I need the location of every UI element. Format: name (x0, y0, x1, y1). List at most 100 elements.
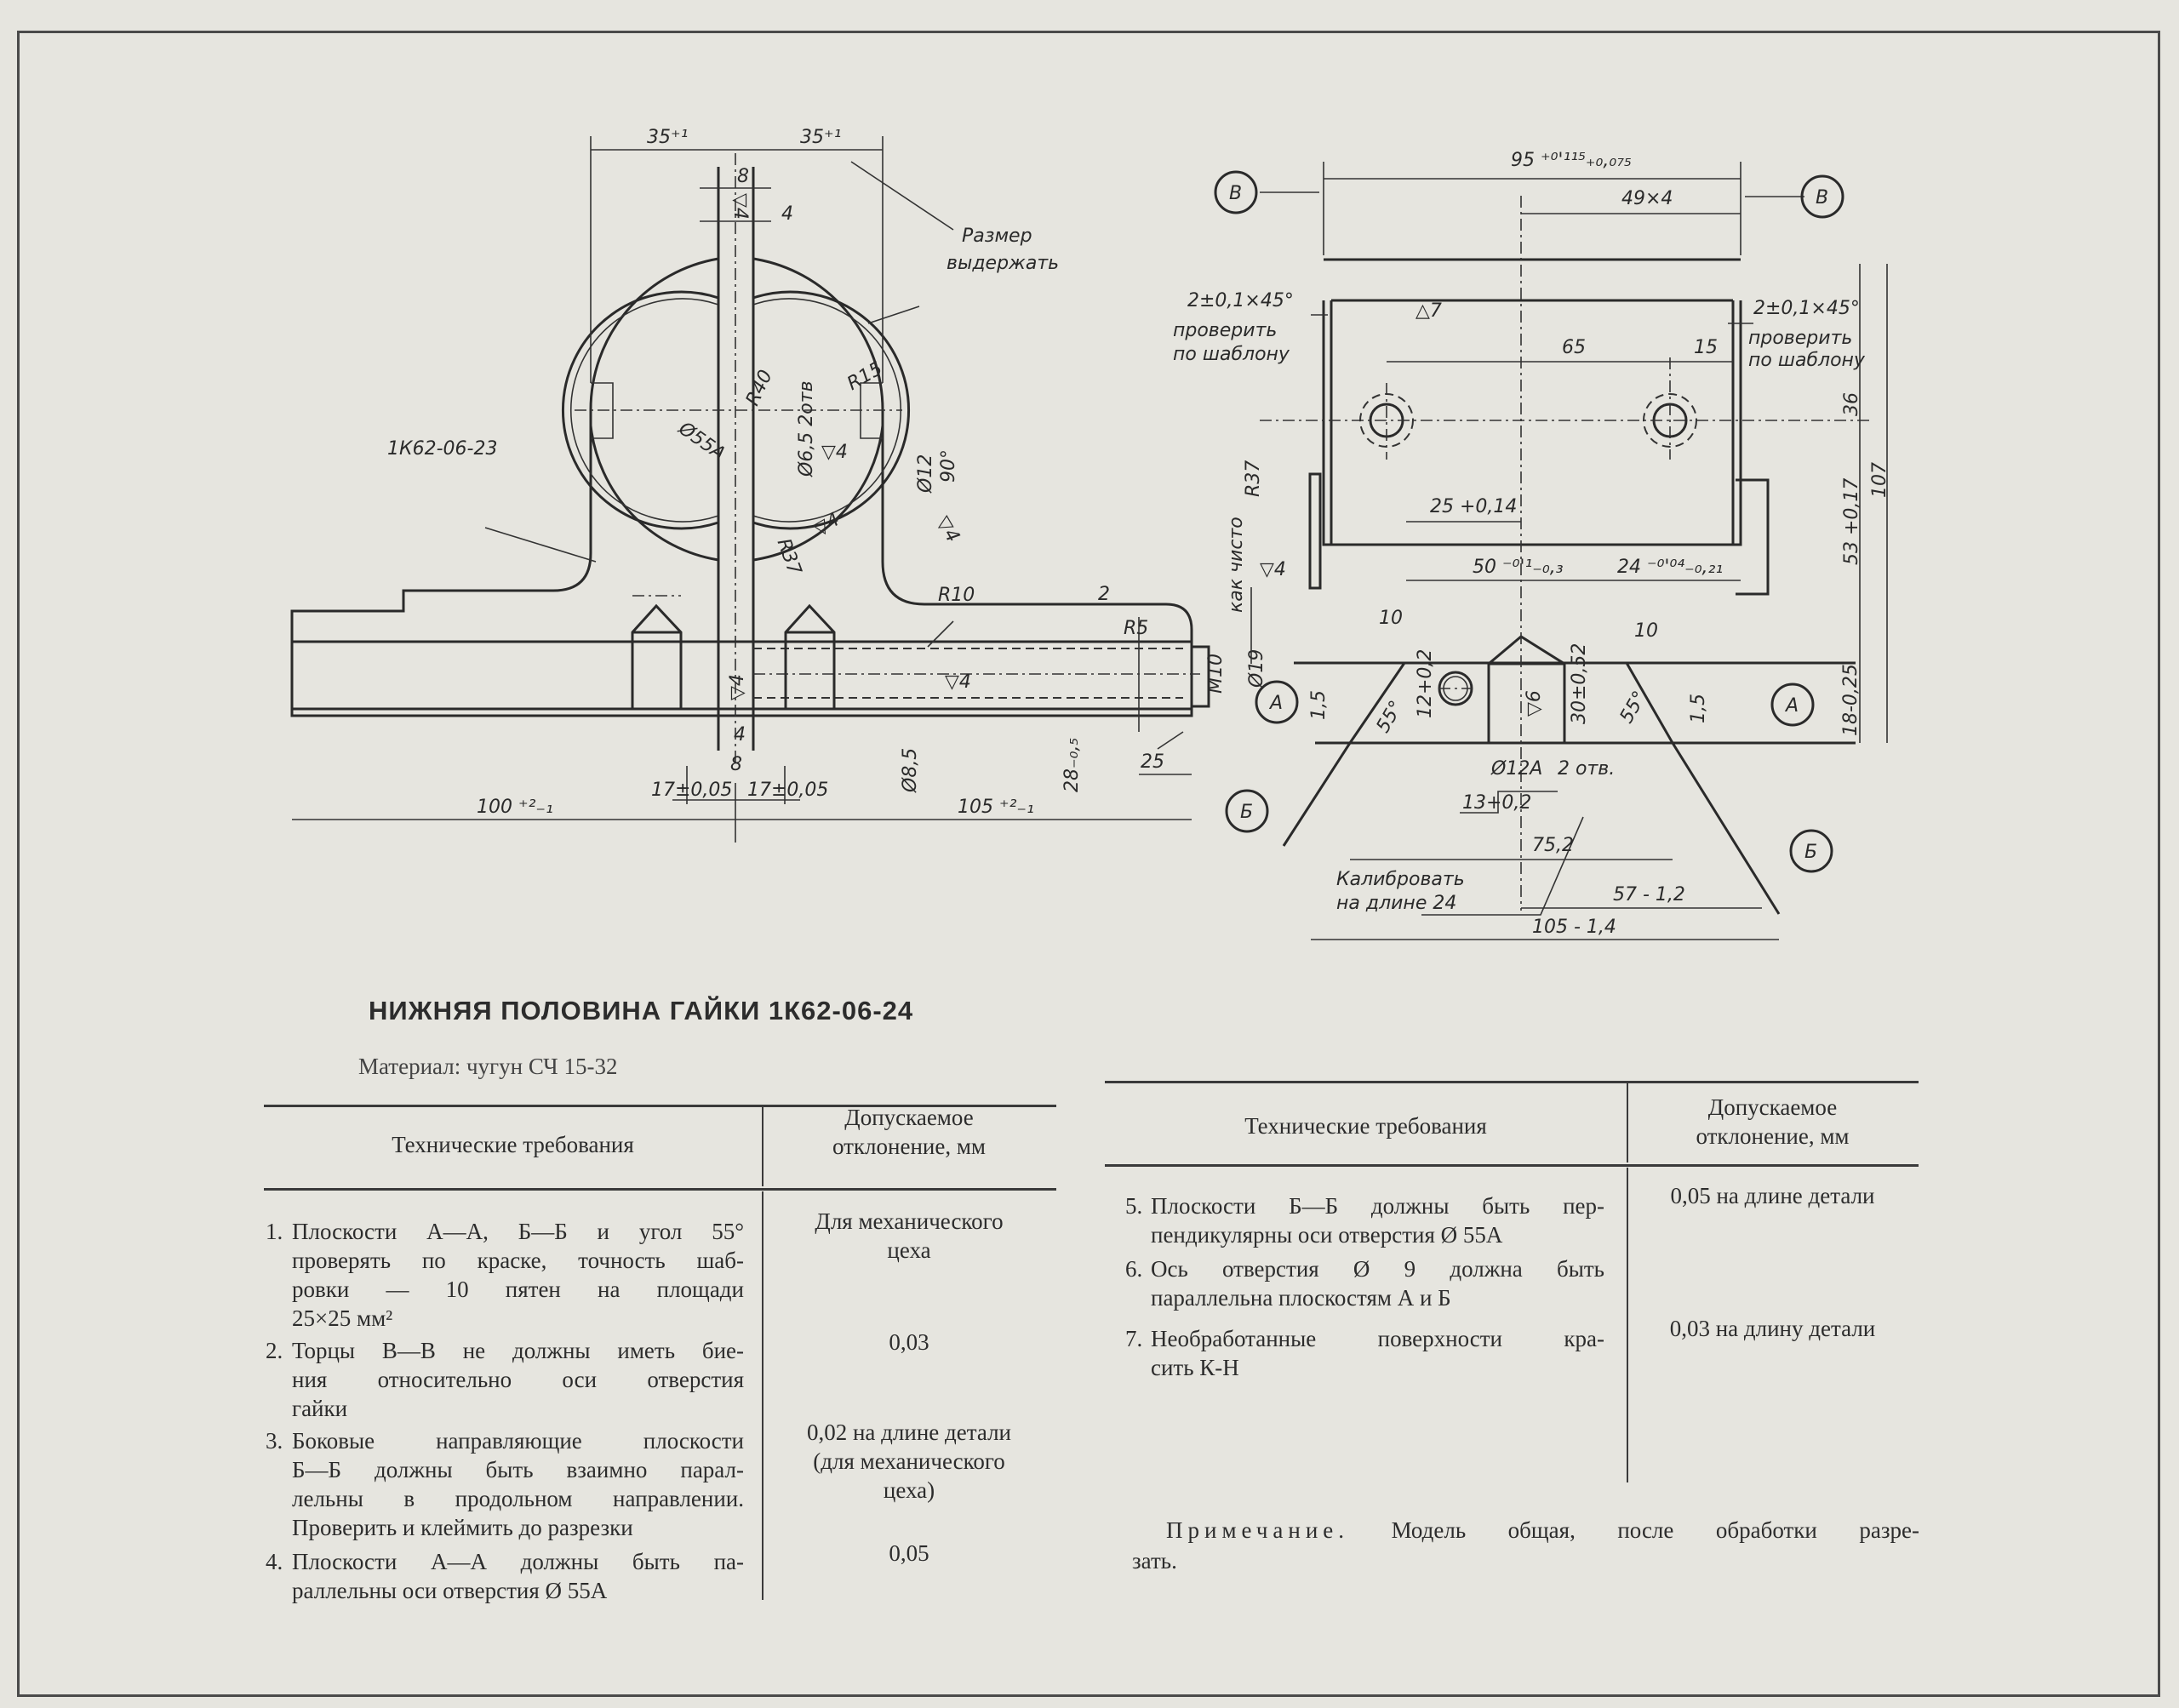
roughness-4-side: ▽4 (1260, 559, 1286, 580)
row-number: 1. (266, 1219, 283, 1244)
dim-15: 15 (1694, 337, 1718, 358)
material-label: Материал: чугун СЧ 15-32 (358, 1054, 618, 1079)
header-deviation-line: отклонение, мм (832, 1134, 987, 1159)
dimension-lines (1250, 264, 1888, 743)
marker-v-left: В (1214, 170, 1258, 214)
row-value: 0,03 на длину детали (1627, 1314, 1919, 1343)
marker-a-left: А (1255, 680, 1299, 724)
dim-r37: R37 (773, 536, 805, 578)
dim-10-right: 10 (1634, 620, 1658, 642)
dim-13: 13+0,2 (1462, 792, 1531, 814)
roughness-4-slot: ▽4 (727, 674, 748, 700)
center-lines (575, 153, 902, 766)
dim-d8-5: Ø8,5 (900, 748, 921, 793)
row-number: 6. (1125, 1256, 1143, 1282)
check-left-2: по шаблону (1173, 344, 1290, 365)
text-line: сить К-Н (1151, 1355, 1239, 1380)
text-line: Торцы В—В не должны иметь бие- (292, 1338, 744, 1363)
dim-12: 12+0,2 (1415, 649, 1436, 718)
text-line: лельны в продольном направлении. (292, 1486, 744, 1511)
dim-50: 50 ⁻⁰'¹₋₀,₃ (1473, 557, 1564, 578)
value-line: Для механического (815, 1208, 1004, 1234)
dim-105-side: 105 - 1,4 (1532, 917, 1616, 938)
center-lines (1260, 196, 1873, 911)
check-right-1: проверить (1748, 328, 1852, 349)
leader-lines (1311, 314, 1753, 324)
marker-b-label: Б (1804, 842, 1817, 863)
dim-105: 105 ⁺²₋₁ (958, 797, 1034, 818)
row-value: 0,02 на длине детали (для механического … (762, 1418, 1056, 1505)
dim-10-left: 10 (1379, 608, 1403, 629)
dim-17-left: 17±0,05 (651, 780, 732, 801)
roughness-6: ▽6 (1524, 690, 1545, 717)
dimension-lines (292, 617, 1192, 843)
value-line: 0,03 на длину детали (1669, 1316, 1876, 1341)
main-body (1322, 258, 1742, 546)
dim-8-bottom: 8 (730, 754, 742, 775)
boss-left (631, 603, 683, 709)
dim-r5: R5 (1124, 618, 1148, 639)
bore-circle (561, 290, 911, 530)
header-deviation-line: Допускаемое (1707, 1094, 1838, 1120)
text-line: Плоскости А—А должны быть па- (292, 1549, 744, 1574)
check-right-2: по шаблону (1748, 350, 1866, 371)
dim-53: 53 +0,17 (1841, 478, 1862, 565)
header-deviation-line: Допускаемое (844, 1105, 974, 1130)
row-text: Ось отверстия Ø 9 должна быть параллельн… (1151, 1254, 1604, 1312)
text-line: ния относительно оси отверстия (292, 1367, 744, 1392)
column-divider (762, 1191, 764, 1600)
dim-4-bottom: 4 (734, 724, 746, 745)
marker-v-label: В (1816, 187, 1828, 209)
header-deviation: Допускаемое отклонение, мм (1627, 1093, 1919, 1151)
footnote-line: Примечание. Модель общая, после обработк… (1132, 1515, 1919, 1545)
header-requirements: Технические требования (392, 1132, 634, 1157)
row-number: 5. (1125, 1193, 1143, 1219)
dim-24: 24 ⁻⁰'⁰⁴₋₀,₂₁ (1617, 557, 1723, 578)
leader-lines (484, 527, 597, 563)
table-rule (264, 1188, 1056, 1191)
note-size-2: выдержать (947, 253, 1059, 274)
dim-r40: R40 (742, 367, 777, 409)
dim-65: 65 (1562, 337, 1586, 358)
front-view: 35⁺¹ 35⁺¹ 8 4 ▽4 Размер выдержать R40 Ø5… (290, 127, 1267, 843)
row-value: 0,05 на длине детали (1627, 1181, 1919, 1210)
dimension-lines (1311, 791, 1779, 940)
roughness-4-top: ▽4 (729, 193, 751, 220)
row-value: 0,03 (762, 1328, 1056, 1357)
dim-r15: R15 (844, 358, 886, 395)
text-line: Проверить и клеймить до разрезки (292, 1515, 633, 1540)
calibrate-note-2: на длине 24 (1336, 893, 1456, 914)
text-line: гайки (292, 1396, 348, 1421)
row-text: Плоскости Б—Б должны быть пер- пендикуля… (1151, 1191, 1604, 1249)
roughness-4-bore: ▽4 (945, 671, 971, 693)
marker-b-left: Б (1225, 789, 1269, 833)
note-size-1: Размер (962, 226, 1032, 247)
page-border (17, 31, 2160, 1697)
dim-1-5-right: 1,5 (1688, 694, 1709, 723)
header-deviation: Допускаемое отклонение, мм (762, 1103, 1056, 1161)
dim-d12a: Ø12A (1490, 758, 1542, 780)
dim-95: 95 ⁺⁰'¹¹⁵₊₀,₀₇₅ (1511, 150, 1632, 171)
value-line: цеха) (883, 1477, 935, 1503)
roughness-4-center: ▽4 (821, 442, 848, 463)
text-line: Плоскости А—А, Б—Б и угол 55° (292, 1219, 744, 1244)
dim-2: 2 (1098, 584, 1110, 605)
text-line: ровки — 10 пятен на площади (292, 1277, 744, 1302)
dim-r10: R10 (938, 585, 975, 606)
footnote-text: Модель общая, после обработки разре- (1391, 1517, 1920, 1543)
value-line: 0,05 (889, 1540, 929, 1566)
base-lines (1294, 661, 1856, 745)
dim-d19: Ø19 (1246, 649, 1267, 688)
dim-25: 25 (1141, 751, 1164, 773)
footnote: Примечание. Модель общая, после обработк… (1132, 1515, 1919, 1576)
slot (717, 167, 755, 751)
dim-d55a: Ø55A (674, 418, 729, 466)
dim-75-2: 75,2 (1532, 835, 1574, 856)
value-line: 0,03 (889, 1329, 929, 1355)
dim-30: 30±0,52 (1569, 643, 1590, 724)
dim-d12: Ø12 (915, 454, 936, 494)
dim-r37-side: R37 (1243, 460, 1264, 497)
outer-contour (290, 257, 1193, 717)
footnote-line: зать. (1132, 1548, 1177, 1574)
